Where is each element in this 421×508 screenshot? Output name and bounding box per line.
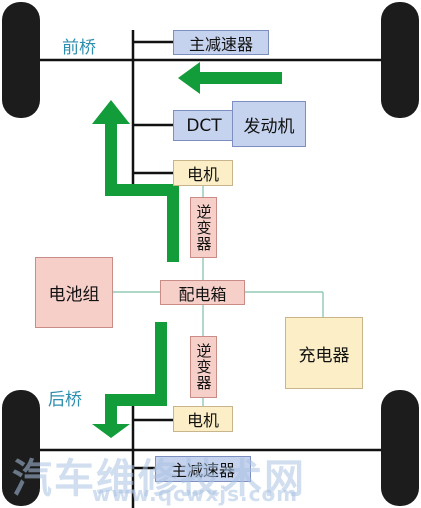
- rear-inverter-label: 逆变器: [194, 343, 213, 391]
- distribution-box-label: 配电箱: [178, 284, 227, 304]
- front-reducer-box: 主减速器: [173, 30, 269, 55]
- battery-label: 电池组: [48, 285, 100, 305]
- rear-inverter-box: 逆变器: [190, 336, 217, 398]
- watermark-brand: 汽车维修技术网: [12, 456, 306, 502]
- rear-axle-label: 后桥: [48, 390, 82, 410]
- rear-left-wheel: [2, 390, 40, 506]
- charger-label: 充电器: [298, 345, 350, 366]
- engine-box: 发动机: [232, 101, 306, 147]
- charger-box: 充电器: [285, 317, 363, 389]
- front-right-wheel: [381, 2, 419, 118]
- front-inverter-label: 逆变器: [194, 203, 213, 252]
- front-inverter-box: 逆变器: [190, 197, 217, 258]
- front-power-arrow: [92, 100, 179, 262]
- engine-label: 发动机: [243, 116, 295, 137]
- rear-motor-box: 电机: [173, 406, 233, 432]
- rear-motor-label: 电机: [186, 411, 219, 430]
- front-motor-label: 电机: [186, 165, 219, 184]
- watermark-url: www.qcwxjs.com: [92, 482, 299, 506]
- front-left-wheel: [2, 2, 40, 118]
- front-motor-box: 电机: [173, 160, 233, 186]
- rear-right-wheel: [381, 390, 419, 506]
- front-reducer-label: 主减速器: [188, 34, 253, 54]
- dct-box: DCT: [173, 110, 235, 141]
- distribution-box: 配电箱: [160, 280, 245, 305]
- battery-box: 电池组: [35, 257, 113, 328]
- rear-reducer-box: 主减速器: [155, 456, 251, 482]
- rear-reducer-label: 主减速器: [170, 461, 235, 480]
- dct-label: DCT: [186, 115, 222, 136]
- front-reducer-arrow: [178, 62, 282, 94]
- front-axle-label: 前桥: [62, 38, 96, 58]
- rear-power-arrow: [92, 322, 167, 438]
